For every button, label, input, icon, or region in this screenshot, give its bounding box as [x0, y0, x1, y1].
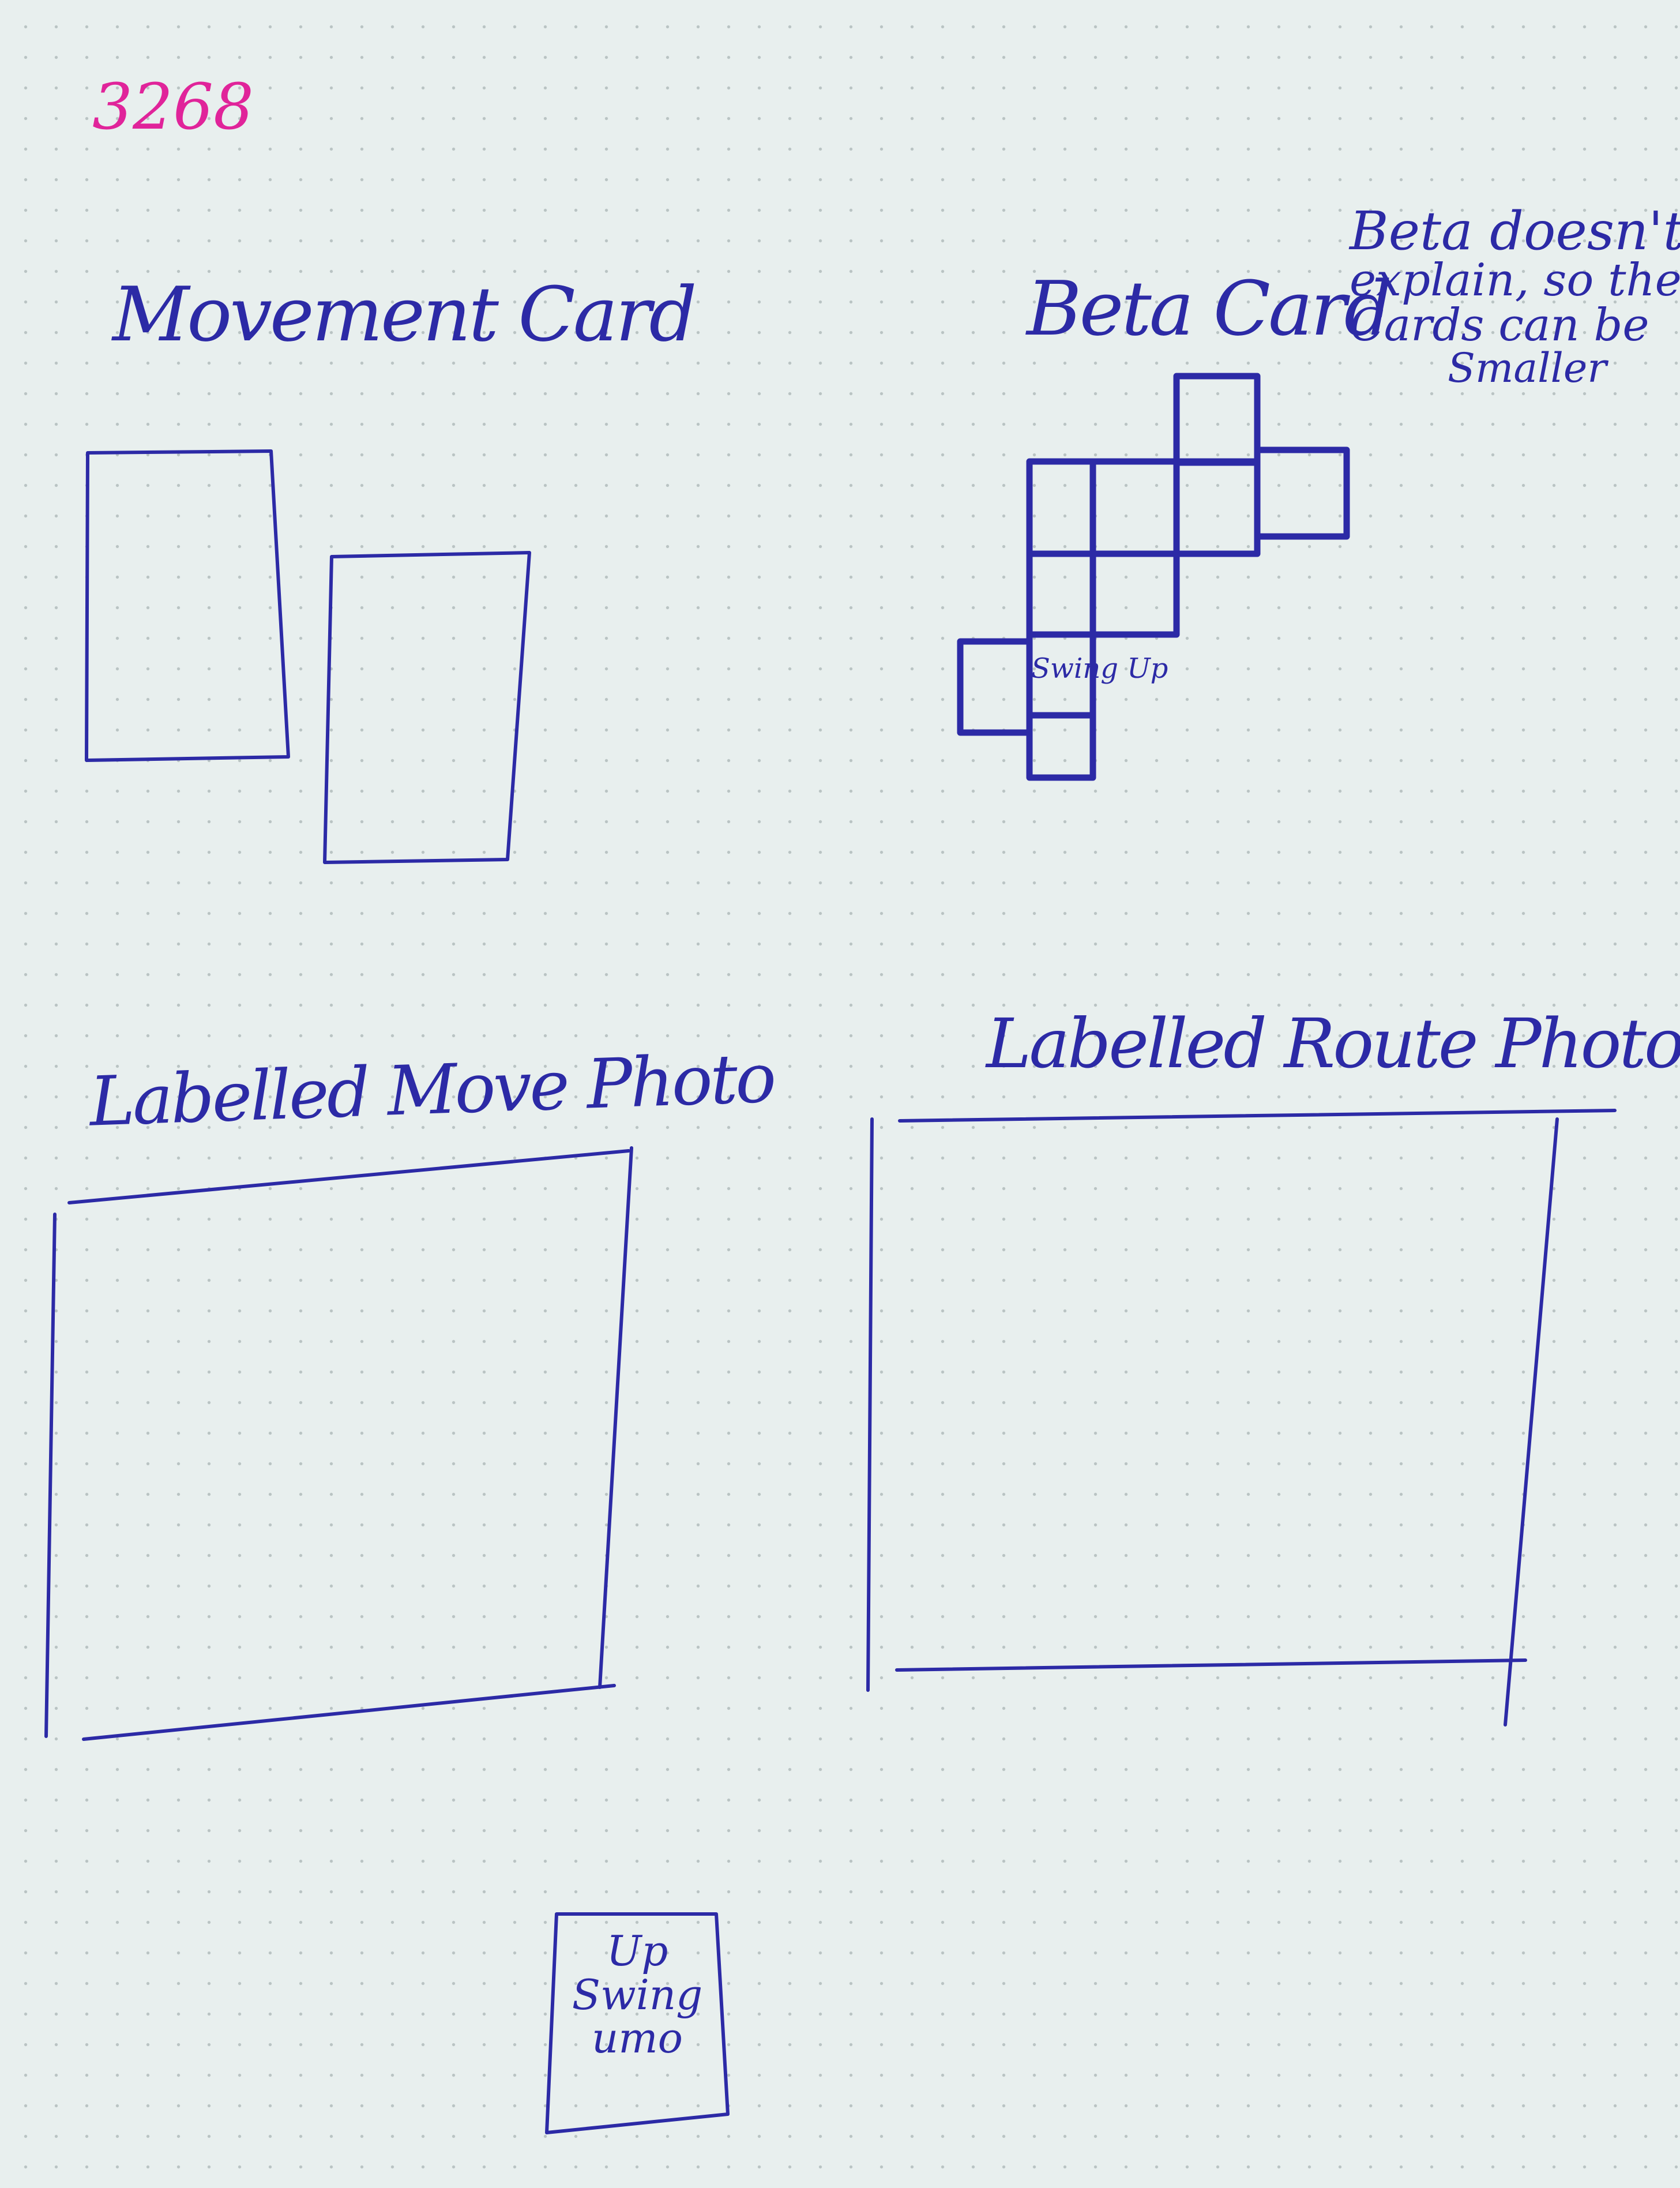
movement-card-frame-1 [85, 449, 290, 762]
example-card-line: Swing [572, 1970, 703, 2019]
example-card-line: Up [606, 1927, 668, 1975]
movement-card-frame-2 [323, 551, 531, 864]
beta-card-note-line: Cards can be [1350, 299, 1649, 351]
beta-card-note: Beta doesn't explain, so the Cards can b… [1350, 200, 1680, 392]
movement-card-title: Movement Card [112, 271, 697, 358]
beta-card-note-line: Beta doesn't [1350, 200, 1680, 262]
example-card-line: umo [592, 2014, 683, 2063]
route-photo-frame [866, 1109, 1617, 1727]
beta-card-title: Beta Card [1027, 265, 1392, 352]
beta-card-grid [957, 373, 1350, 781]
page-number: 3268 [92, 70, 254, 144]
beta-card-note-line: Smaller [1448, 344, 1607, 392]
move-photo-frame [44, 1146, 633, 1741]
beta-card-note-line: explain, so the [1350, 254, 1680, 306]
example-card-text: Up Swing umo [568, 1927, 706, 2063]
labelled-route-photo-title: Labelled Route Photo [986, 1004, 1680, 1083]
example-card-frame [545, 1912, 730, 2134]
beta-grid-cell-label: Swing Up [1031, 652, 1168, 685]
